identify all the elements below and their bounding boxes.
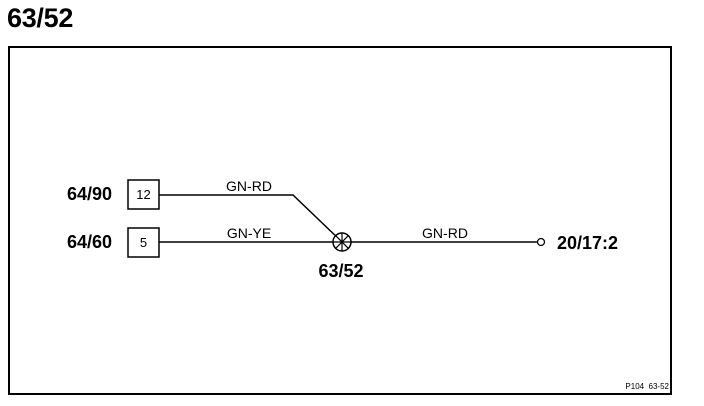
page-title: 63/52 — [7, 3, 74, 33]
splice-label: 63/52 — [318, 261, 363, 281]
wire-label-gn-rd-lower: GN-RD — [422, 225, 468, 241]
pin-label-5: 5 — [140, 235, 147, 250]
terminal-label: 20/17:2 — [557, 233, 618, 253]
connector-box-64-60 — [127, 227, 160, 258]
diagram-frame — [8, 46, 672, 395]
splice-icon — [332, 232, 352, 252]
wire-label-gn-ye: GN-YE — [227, 225, 271, 241]
wire-gn-rd-upper — [159, 194, 343, 243]
wire-label-gn-rd-upper: GN-RD — [226, 178, 272, 194]
connector-box-64-90 — [127, 179, 160, 210]
connector-label-64-90: 64/90 — [67, 184, 112, 204]
pin-label-12: 12 — [136, 187, 150, 202]
terminal-icon — [536, 237, 546, 247]
reference-code: P104 63-52 — [625, 382, 669, 391]
connector-label-64-60: 64/60 — [67, 232, 112, 252]
